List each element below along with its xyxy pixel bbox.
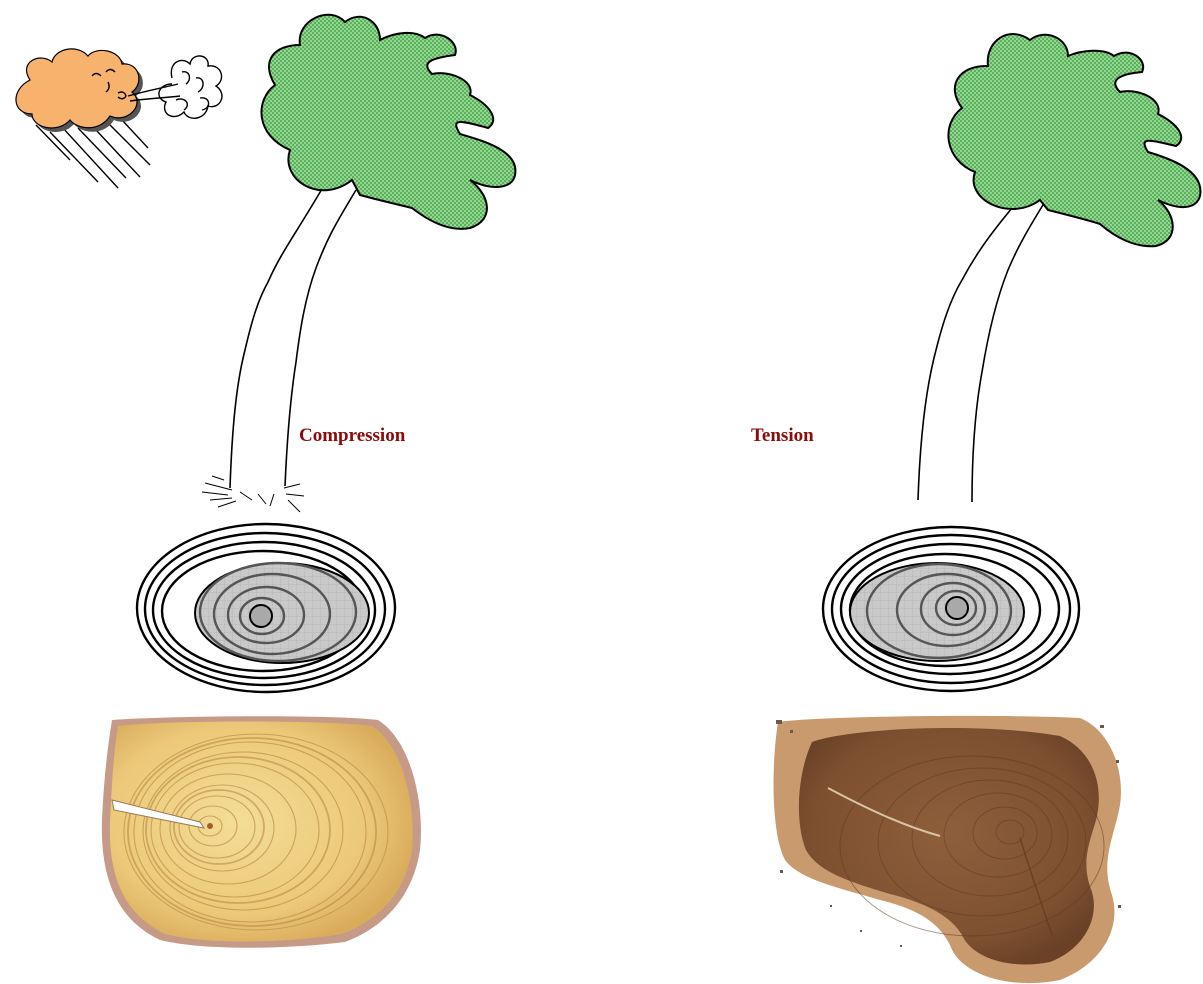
tension-label: Tension — [751, 425, 814, 447]
tree-right-trunk — [918, 196, 1046, 502]
cloud-body — [16, 49, 139, 128]
softwood-cross-section-photo — [102, 716, 421, 948]
tension-ring-diagram — [823, 527, 1079, 691]
hardwood-cross-section-photo — [774, 716, 1121, 983]
tree-right-canopy — [948, 34, 1200, 246]
cloud-blowing-wind-icon — [16, 49, 222, 188]
tree-left-broken-fibers — [202, 476, 304, 512]
compression-ring-diagram — [137, 524, 395, 692]
compression-label: Compression — [299, 425, 405, 447]
softwood-pith — [207, 823, 213, 829]
tension-pith — [946, 597, 968, 619]
tree-right — [918, 34, 1200, 502]
compression-pith — [250, 605, 272, 627]
tree-left-canopy — [261, 15, 515, 229]
